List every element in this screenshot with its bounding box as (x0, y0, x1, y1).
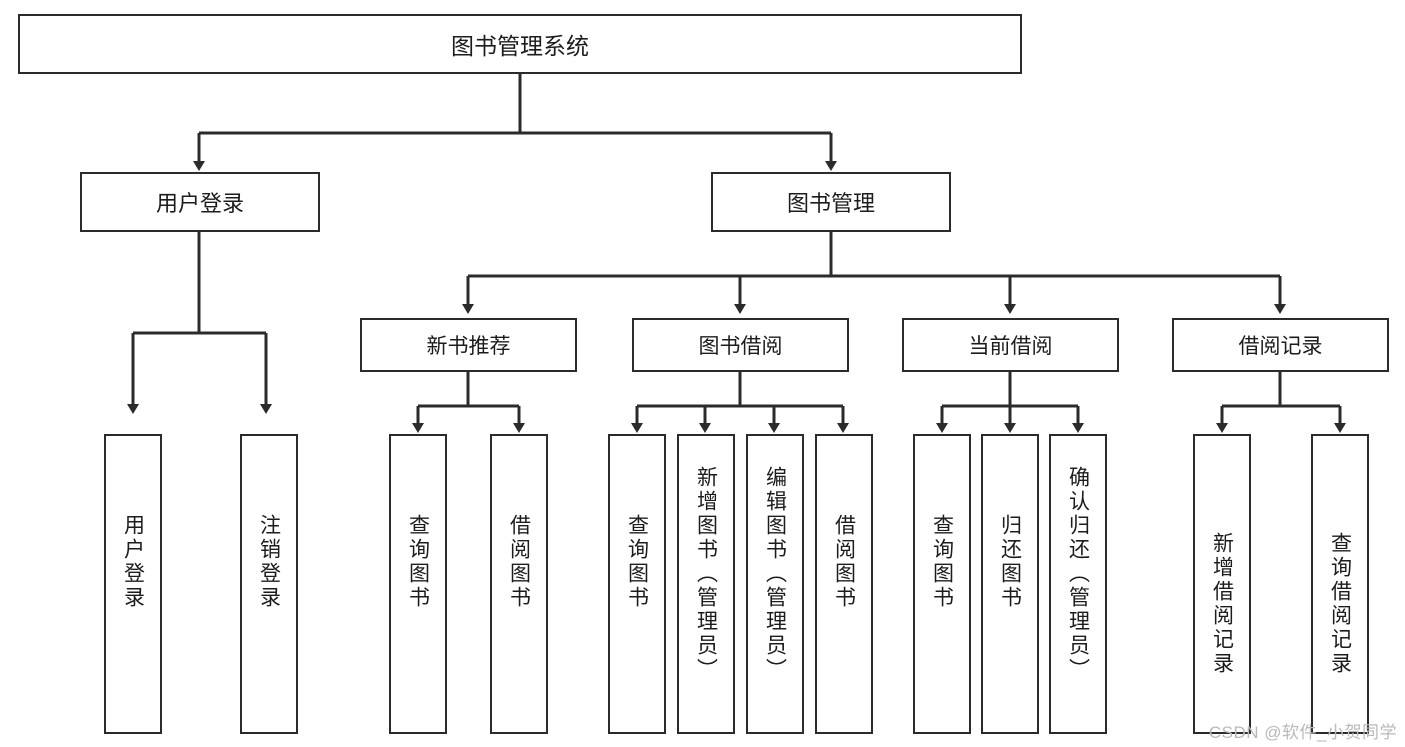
node-book-management[interactable]: 图书管理 (711, 172, 951, 232)
node-label: 归还图书 (998, 514, 1022, 610)
leaf-book-borrow-edit-book-admin[interactable]: 编辑图书（管理员） (746, 434, 804, 734)
node-label: 编辑图书（管理员） (763, 466, 787, 682)
node-label: 图书管理 (786, 191, 875, 216)
node-label: 图书借阅 (698, 335, 783, 358)
node-label: 借阅图书 (832, 514, 856, 610)
csdn-watermark: CSDN @软件_小贺同学 (1208, 723, 1397, 742)
node-current-borrow[interactable]: 当前借阅 (902, 318, 1119, 372)
leaf-borrow-record-add-record[interactable]: 新增借阅记录 (1193, 434, 1251, 734)
node-label: 借阅记录 (1238, 335, 1323, 358)
node-label: 查询图书 (406, 514, 430, 610)
node-label: 当前借阅 (968, 335, 1053, 358)
leaf-new-book-borrow-book[interactable]: 借阅图书 (490, 434, 548, 734)
node-label: 查询图书 (930, 514, 954, 610)
node-label: 新增借阅记录 (1210, 532, 1234, 676)
node-user-login[interactable]: 用户登录 (80, 172, 320, 232)
node-label: 图书管理系统 (451, 33, 589, 59)
leaf-book-borrow-query-book[interactable]: 查询图书 (608, 434, 666, 734)
leaf-user-login-logout[interactable]: 注销登录 (240, 434, 298, 734)
leaf-current-borrow-return-book[interactable]: 归还图书 (981, 434, 1039, 734)
leaf-new-book-query-book[interactable]: 查询图书 (389, 434, 447, 734)
node-label: 新书推荐 (426, 335, 511, 358)
leaf-book-borrow-borrow-book[interactable]: 借阅图书 (815, 434, 873, 734)
node-book-borrow[interactable]: 图书借阅 (632, 318, 849, 372)
node-borrow-record[interactable]: 借阅记录 (1172, 318, 1389, 372)
node-root-book-management-system[interactable]: 图书管理系统 (18, 14, 1022, 74)
leaf-borrow-record-query-record[interactable]: 查询借阅记录 (1311, 434, 1369, 734)
leaf-book-borrow-add-book-admin[interactable]: 新增图书（管理员） (677, 434, 735, 734)
leaf-current-borrow-query-book[interactable]: 查询图书 (913, 434, 971, 734)
node-label: 用户登录 (121, 514, 145, 610)
node-label: 确认归还（管理员） (1066, 466, 1090, 682)
node-label: 借阅图书 (507, 514, 531, 610)
node-label: 新增图书（管理员） (694, 466, 718, 682)
leaf-user-login-login[interactable]: 用户登录 (104, 434, 162, 734)
node-label: 查询借阅记录 (1328, 532, 1352, 676)
node-label: 查询图书 (625, 514, 649, 610)
node-new-book-recommend[interactable]: 新书推荐 (360, 318, 577, 372)
node-label: 注销登录 (257, 514, 281, 610)
leaf-current-borrow-confirm-return-admin[interactable]: 确认归还（管理员） (1049, 434, 1107, 734)
node-label: 用户登录 (155, 191, 244, 216)
